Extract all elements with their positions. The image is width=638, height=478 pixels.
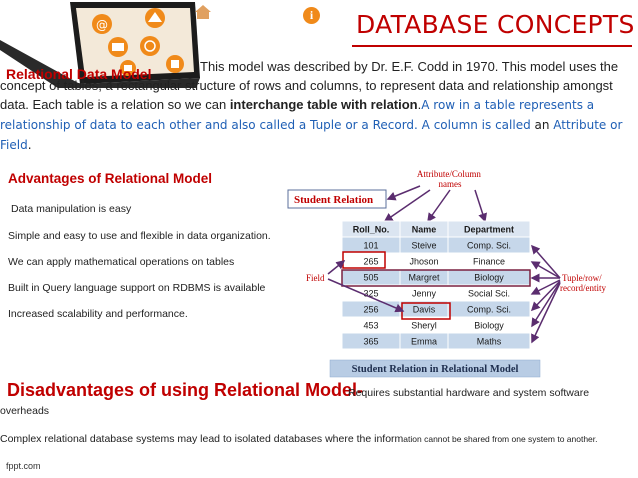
svg-text:@: @	[96, 18, 108, 32]
disadvantages-heading: Disadvantages of using Relational Model-	[7, 380, 364, 400]
relation-label-box	[287, 189, 387, 209]
table-cell: Emma	[411, 337, 437, 347]
advantage-item: Increased scalability and performance.	[8, 308, 188, 320]
tuple-highlight-505	[341, 269, 531, 287]
disadvantages-text-continued: overheads	[0, 405, 50, 417]
tuple-label-line1: Tuple/row/	[562, 273, 602, 283]
advantage-item: Data manipulation is easy	[11, 203, 132, 215]
table-cell: Sheryl	[411, 321, 437, 331]
field-highlight-265	[342, 251, 386, 269]
complex-text-a: Complex relational database systems may …	[0, 433, 404, 445]
info-icon: i	[303, 7, 320, 24]
complex-text-b: ation cannot be shared from one system t…	[403, 434, 598, 444]
table-cell: Comp. Sci.	[467, 305, 511, 315]
table-header-label: Department	[464, 225, 514, 235]
table-cell: Biology	[474, 321, 504, 331]
table-cell: Margret	[408, 273, 440, 283]
table-cell: Maths	[477, 337, 502, 347]
table-cell: Social Sci.	[468, 289, 510, 299]
advantage-item: We can apply mathematical operations on …	[8, 256, 235, 268]
attribute-label-line2: names	[439, 179, 462, 189]
complex-systems-text: Complex relational database systems may …	[0, 432, 620, 446]
table-cell: 265	[363, 257, 378, 267]
relation-diagram: Attribute/Column names Student Relation …	[287, 169, 606, 378]
paragraph-part1: This model was described by Dr. E.F. Cod…	[0, 59, 619, 112]
laptop-illustration: @	[0, 2, 211, 88]
advantage-item: Built in Query language support on RDBMS…	[8, 282, 266, 294]
advantages-heading: Advantages of Relational Model	[8, 171, 213, 186]
advantage-item: Simple and easy to use and flexible in d…	[8, 230, 271, 242]
table-cell: Steive	[411, 241, 436, 251]
table-header-label: Roll_No.	[353, 225, 390, 235]
table-cell: Finance	[473, 257, 505, 267]
caption-box	[329, 359, 541, 378]
paragraph-blue1: A row in a table represents a relationsh…	[0, 98, 595, 132]
table-cell: 453	[363, 321, 378, 331]
tuple-label-line2: record/entity	[560, 283, 606, 293]
intro-paragraph: This model was described by Dr. E.F. Cod…	[0, 57, 636, 155]
paragraph-dot: .	[417, 97, 422, 112]
title-underline	[352, 45, 632, 47]
table-cell: Jhoson	[409, 257, 438, 267]
table-cell: 101	[363, 241, 378, 251]
paragraph-end: .	[27, 138, 32, 152]
table-cell: 325	[363, 289, 378, 299]
tuple-label: Tuple/row/ record/entity	[560, 273, 606, 293]
table-cell-bg	[447, 332, 531, 350]
footer-brand: fppt.com	[6, 461, 41, 471]
relational-heading: Relational Data Model	[6, 66, 152, 82]
table-cell: 365	[363, 337, 378, 347]
table-header-label: Name	[412, 225, 437, 235]
paragraph-plain: an	[534, 118, 554, 132]
paragraph-blue2: Attribute or Field	[0, 118, 623, 152]
table-cell: 505	[363, 273, 378, 283]
field-label: Field	[306, 273, 325, 283]
table-cell: Jenny	[412, 289, 437, 299]
paragraph-bold: interchange table with relation	[229, 97, 418, 112]
table-cell: Davis	[413, 305, 436, 315]
table-cell: 256	[363, 305, 378, 315]
attribute-label: Attribute/Column names	[417, 169, 483, 189]
diagram-caption: Student Relation in Relational Model	[352, 364, 519, 375]
relation-label: Student Relation	[294, 194, 373, 206]
disadvantages-text: Requires substantial hardware and system…	[348, 387, 590, 399]
attribute-label-line1: Attribute/Column	[417, 169, 481, 179]
table-cell: Comp. Sci.	[467, 241, 511, 251]
table-cell: Biology	[474, 273, 504, 283]
page-title: DATABASE CONCEPTS	[356, 10, 635, 39]
